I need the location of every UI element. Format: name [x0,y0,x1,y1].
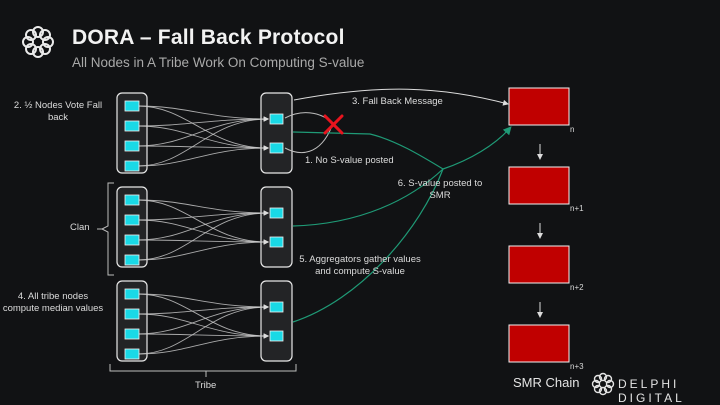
node-connection [137,293,269,339]
step2-label: 2. ½ Nodes Vote Fall back [10,100,106,124]
step6-label: 6. S-value posted to SMR [395,178,485,202]
block-label-n2: n+2 [570,283,584,292]
smr-block [508,324,570,363]
tribe-node [124,214,140,226]
tribe-node [124,194,140,206]
tribe-node [124,288,140,300]
page-title: DORA – Fall Back Protocol [72,26,345,49]
tribe-label: Tribe [195,380,217,391]
node-connection [137,145,269,151]
smr-chain-label: SMR Chain [513,375,580,390]
step2-line2: back [47,112,69,123]
aggregator-container [260,92,293,174]
aggregator-node [269,330,284,342]
tribe-node [124,160,140,172]
s-value-line [292,168,444,227]
step4-line1: 4. All tribe nodes [17,291,89,302]
node-connection [137,210,269,261]
step4-label: 4. All tribe nodes compute median values [0,291,106,315]
step6-line1: 6. S-value posted to [397,178,483,189]
s-value-line [292,168,444,323]
node-connection [137,219,269,245]
node-connection [137,116,269,167]
clan-bracket [100,182,114,276]
clan-group [116,280,293,362]
node-connection [137,304,269,315]
node-connection [137,105,269,122]
aggregator-container [260,280,293,362]
node-connection [137,116,269,127]
fail-x-icon [323,114,344,135]
node-container [116,280,148,362]
node-connection [137,210,269,221]
node-container [116,92,148,174]
node-connection [137,199,269,216]
step2-line1: 2. ½ Nodes Vote Fall [13,100,103,111]
node-connection [137,105,269,151]
aggregator-node [269,207,284,219]
smr-block [508,166,570,205]
aggregator-node [269,236,284,248]
delphi-knot-icon [22,26,54,58]
s-value-to-smr-arrow [442,126,512,170]
node-connection [137,125,269,151]
aggregator-node [269,113,284,125]
delphi-digital-logo-icon [591,372,615,396]
node-container [116,186,148,268]
aggregator-node [269,142,284,154]
clan-group [116,186,293,268]
tribe-node [124,100,140,112]
tribe-bracket [109,364,297,372]
step5-label: 5. Aggregators gather values and compute… [296,254,424,278]
step5-line1: 5. Aggregators gather values [299,254,421,265]
node-connection [137,333,269,339]
node-connection [137,239,269,245]
node-connection [137,304,269,335]
node-connection [137,145,269,167]
clan-group [116,92,293,174]
aggregator-container [260,186,293,268]
node-connection [137,313,269,339]
tribe-node [124,328,140,340]
step3-label: 3. Fall Back Message [352,96,443,107]
s-value-line [292,131,444,170]
node-connection [137,333,269,355]
tribe-node [124,234,140,246]
tribe-node [124,308,140,320]
node-connection [137,199,269,245]
node-connection [137,304,269,355]
tribe-node [124,120,140,132]
step6-line2: SMR [429,190,451,201]
block-label-n: n [570,125,575,134]
aggregator-node [269,301,284,313]
node-connection [137,239,269,261]
step4-line2: compute median values [2,303,104,314]
tribe-node [124,348,140,360]
node-connection [137,116,269,147]
smr-block [508,245,570,284]
tribe-node [124,254,140,266]
clan-label: Clan [70,222,90,233]
tribe-node [124,140,140,152]
node-connection [137,293,269,310]
page-subtitle: All Nodes in A Tribe Work On Computing S… [72,55,365,70]
fall-back-message-arrow [293,88,509,106]
block-label-n1: n+1 [570,204,584,213]
node-connection [137,210,269,241]
step1-label: 1. No S-value posted [305,155,394,166]
block-label-n3: n+3 [570,362,584,371]
smr-block [508,87,570,126]
step5-line2: and compute S-value [315,266,405,277]
